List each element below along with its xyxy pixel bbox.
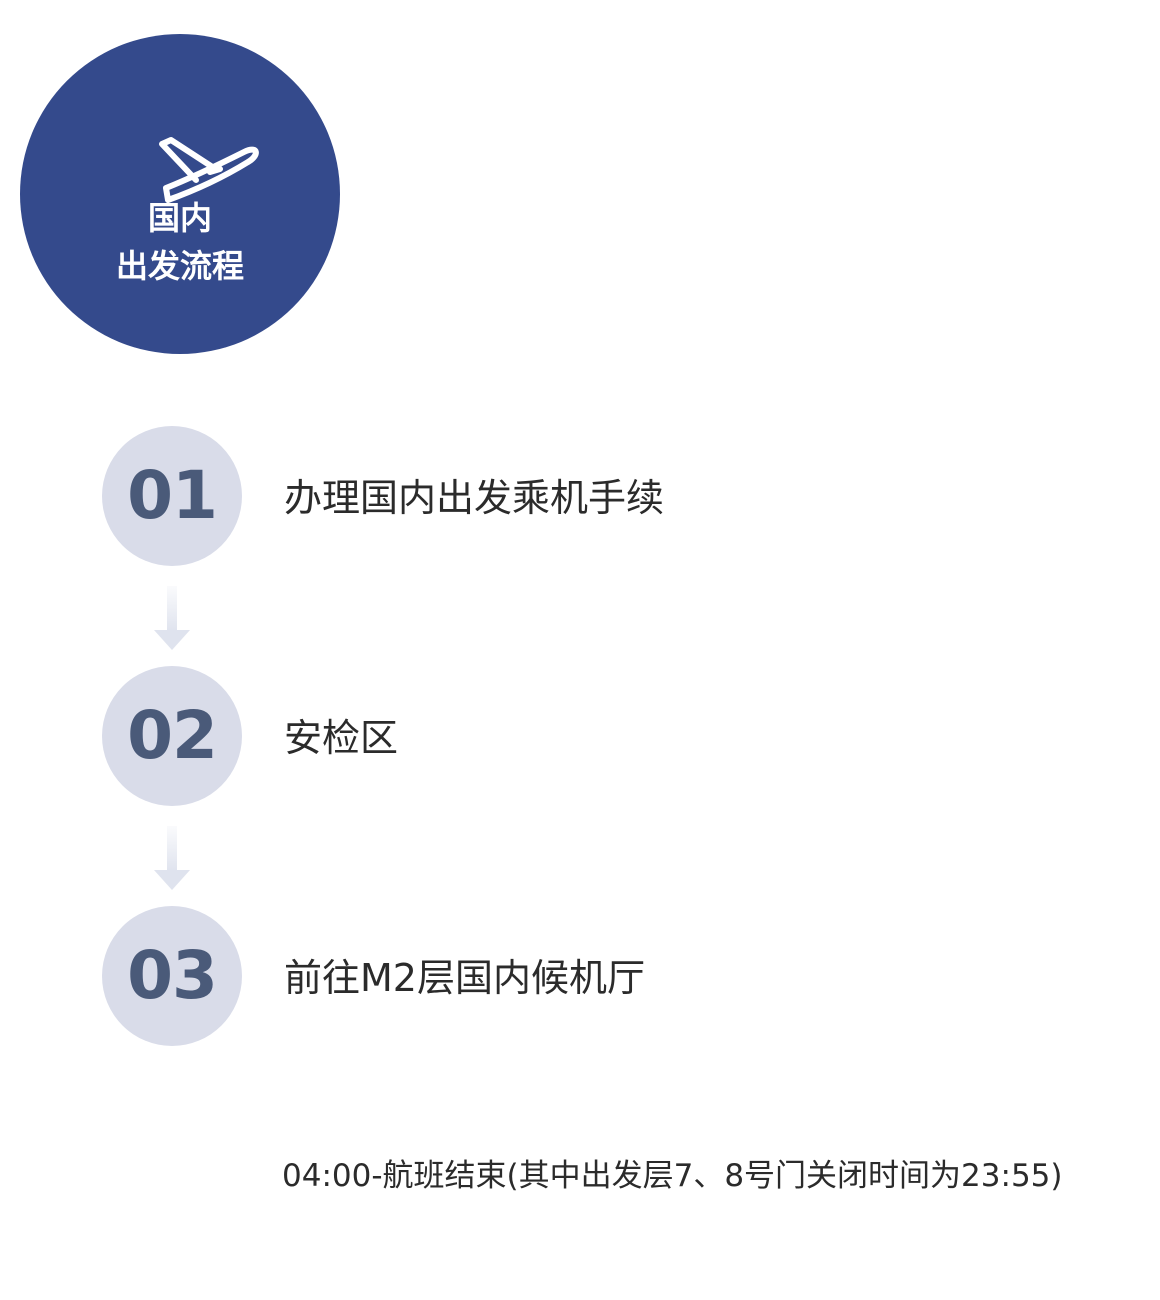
airplane-icon bbox=[159, 137, 259, 203]
arrow-down-icon bbox=[154, 586, 190, 650]
step-label: 前往M2层国内候机厅 bbox=[284, 956, 645, 1000]
step-number: 01 bbox=[127, 457, 218, 534]
badge-title-line1: 国内 bbox=[147, 199, 212, 237]
opening-hours-note: 04:00-航班结束(其中出发层7、8号门关闭时间为23:55) bbox=[282, 1158, 1063, 1194]
step-label: 安检区 bbox=[284, 716, 399, 760]
step-number: 03 bbox=[127, 937, 218, 1014]
step-number: 02 bbox=[127, 697, 218, 774]
arrow-down-icon bbox=[154, 826, 190, 890]
step-circle-2: 02 bbox=[102, 666, 242, 806]
step-circle-3: 03 bbox=[102, 906, 242, 1046]
process-badge: 国内 出发流程 bbox=[20, 34, 340, 354]
step-circle-1: 01 bbox=[102, 426, 242, 566]
badge-title-line2: 出发流程 bbox=[115, 247, 244, 285]
step-label: 办理国内出发乘机手续 bbox=[284, 476, 665, 520]
